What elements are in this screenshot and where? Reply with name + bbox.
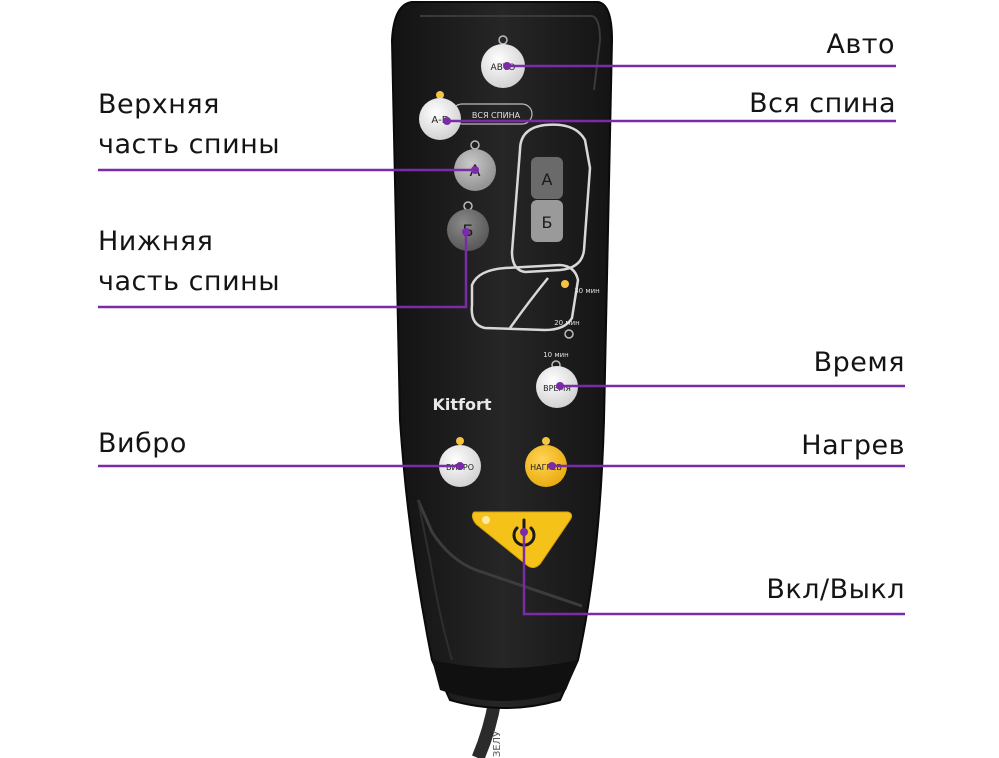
label-time: Время: [813, 347, 905, 378]
power-button[interactable]: [471, 511, 573, 569]
whole-back-led: [436, 91, 444, 99]
timer-30-led: [561, 280, 569, 288]
zone-b-indicator: [531, 200, 563, 242]
label-auto: Авто: [826, 29, 895, 60]
heat-button[interactable]: [525, 445, 567, 487]
power-led: [482, 516, 490, 524]
heat-led: [542, 437, 550, 445]
svg-text:20 мин: 20 мин: [554, 319, 580, 327]
label-lower-back: Нижняя часть спины: [98, 226, 281, 297]
leader-power: [522, 532, 905, 616]
leader-lower-back: [98, 232, 468, 309]
zone-a-indicator: [531, 157, 563, 199]
zone-a-label: А: [542, 170, 553, 189]
svg-text:10 мин: 10 мин: [543, 351, 569, 359]
svg-text:А-Б: А-Б: [431, 115, 448, 126]
brand-logo: Kitfort: [432, 395, 491, 414]
label-whole-back: Вся спина: [749, 88, 896, 119]
cord-marking: ЗЕЛУ: [492, 731, 503, 757]
zone-b-label: Б: [542, 213, 553, 232]
svg-text:ВСЯ СПИНА: ВСЯ СПИНА: [472, 111, 521, 120]
leader-lines: [98, 64, 905, 616]
label-upper-back: Верхняя часть спины: [98, 89, 281, 160]
vibro-led: [456, 437, 464, 445]
seat-diagram: А Б: [470, 123, 592, 332]
timer-20-led: [564, 329, 574, 339]
whole-back-button[interactable]: [419, 98, 461, 140]
label-heat: Нагрев: [801, 430, 905, 461]
svg-text:АВТО: АВТО: [491, 63, 516, 73]
label-vibro: Вибро: [98, 428, 187, 459]
svg-text:30 мин: 30 мин: [574, 287, 600, 295]
svg-text:НАГРЕВ: НАГРЕВ: [530, 463, 562, 472]
label-power: Вкл/Выкл: [766, 574, 905, 605]
